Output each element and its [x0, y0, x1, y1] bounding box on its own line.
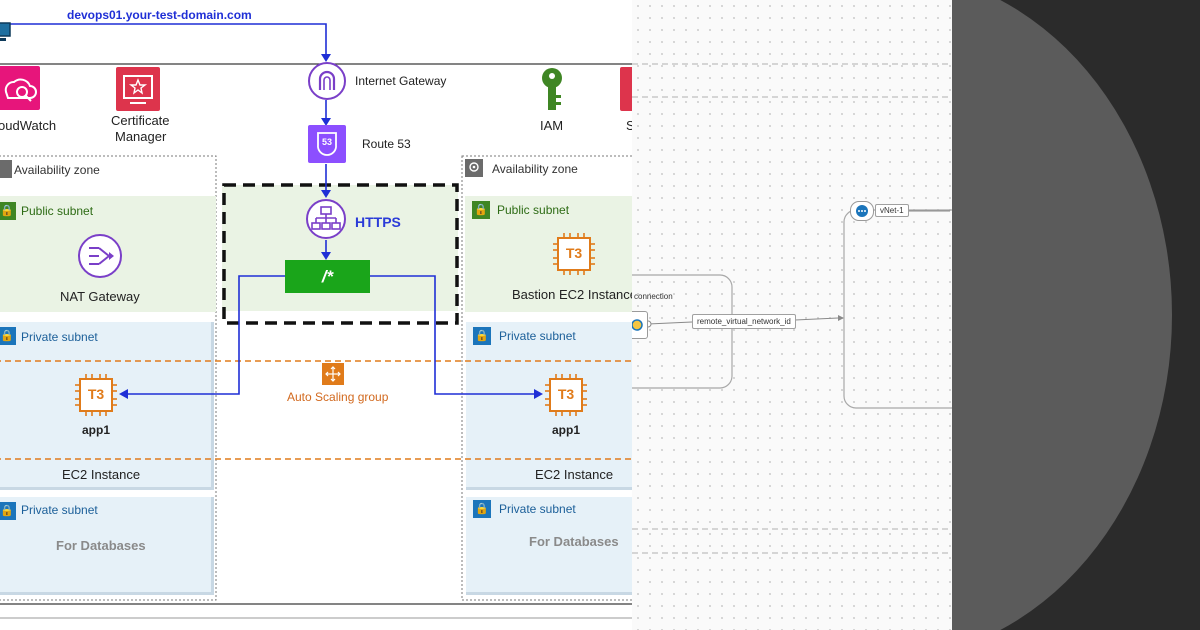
aws-connectors-layer	[0, 23, 632, 619]
load-balancer-box	[222, 183, 459, 325]
nat-gateway-label: NAT Gateway	[60, 289, 140, 304]
pin-icon	[469, 162, 479, 172]
db-subnet-left	[0, 497, 214, 595]
region-border	[0, 63, 632, 605]
az-pin-icon-left	[0, 160, 12, 178]
rule-to-app-right	[369, 275, 536, 395]
lock-icon-db-right: 🔒	[473, 500, 491, 518]
peering-group-box	[632, 274, 733, 389]
app1-right-ec2-icon	[544, 373, 588, 417]
availability-zone-right-border	[461, 155, 632, 601]
certificate-manager-label-line2: Manager	[115, 129, 167, 144]
vnet-group-box	[843, 209, 952, 409]
domain-label: devops01.your-test-domain.com	[67, 8, 252, 22]
path-rule-box: /*	[285, 260, 370, 293]
rule-to-app-left	[126, 275, 286, 395]
app1-left-label: app1	[82, 423, 111, 437]
private-subnet-label-left: Private subnet	[21, 330, 98, 344]
certificate-manager-label-line1: Certificate	[111, 113, 170, 128]
lock-icon-public-left: 🔒	[0, 202, 16, 220]
nat-gateway-icon	[77, 233, 123, 279]
app1-left-t3-label: T3	[87, 386, 105, 402]
az-pin-icon-right	[465, 159, 483, 177]
public-subnet-label-left: Public subnet	[21, 204, 94, 218]
certificate-manager-icon	[116, 67, 160, 111]
az-label-right: Availability zone	[492, 162, 578, 176]
iam-label: IAM	[540, 118, 564, 133]
route53-label: Route 53	[362, 137, 411, 151]
iam-icon	[538, 67, 566, 113]
https-label: HTTPS	[355, 214, 401, 230]
aws-architecture-panel: Availability zone Availability zone 🔒 Pu…	[0, 8, 632, 619]
db-subnet-right	[466, 497, 632, 595]
route53-badge-text: 53	[321, 137, 332, 147]
az-label-left: Availability zone	[14, 163, 100, 177]
ec2-instance-label-right: EC2 Instance	[535, 467, 614, 482]
db-subnet-label-left: Private subnet	[21, 503, 98, 517]
cloudwatch-icon	[0, 66, 40, 110]
cloudwatch-label: oudWatch	[0, 118, 57, 133]
app1-right-label: app1	[552, 423, 581, 437]
load-balancer-icon	[305, 198, 347, 240]
lock-icon-private-right: 🔒	[473, 327, 491, 345]
internet-gateway-icon	[307, 61, 347, 101]
app1-right-t3-label: T3	[557, 386, 575, 402]
bastion-label: Bastion EC2 Instance	[512, 287, 632, 302]
decorative-circle	[952, 0, 1172, 630]
app1-left-ec2-icon	[74, 373, 118, 417]
vnet-label: vNet-1	[875, 204, 909, 217]
cut-off-service-icon	[620, 67, 632, 111]
private-subnet-label-right: Private subnet	[499, 329, 576, 343]
db-text-right: For Databases	[529, 534, 619, 549]
lock-icon-db-left: 🔒	[0, 502, 16, 520]
bastion-t3-label: T3	[565, 245, 583, 261]
ec2-instance-label-left: EC2 Instance	[62, 467, 141, 482]
peering-node-icon[interactable]	[632, 311, 648, 339]
auto-scaling-icon	[322, 363, 344, 385]
auto-scaling-label: Auto Scaling group	[287, 390, 389, 404]
public-subnet-right	[465, 196, 632, 312]
vnet-node-icon[interactable]	[850, 201, 874, 221]
db-text-left: For Databases	[56, 538, 146, 553]
aws-lines-layer	[0, 63, 632, 605]
public-subnet-label-right: Public subnet	[497, 203, 570, 217]
edge-label-remote-vnet: remote_virtual_network_id	[692, 314, 796, 329]
lock-icon-public-right: 🔒	[472, 201, 490, 219]
lock-icon-private-left: 🔒	[0, 327, 16, 345]
monitor-icon	[0, 20, 12, 42]
decorative-dark-panel	[952, 0, 1200, 630]
connection-label: connection	[634, 292, 673, 301]
route53-icon: 53	[308, 125, 346, 163]
db-subnet-label-right: Private subnet	[499, 502, 576, 516]
internet-gateway-label: Internet Gateway	[355, 74, 447, 88]
terraform-graph-panel: connection remote_virtual_network_id vNe…	[632, 0, 952, 630]
domain-connector	[10, 23, 327, 56]
cut-off-service-label: S	[626, 118, 632, 133]
bastion-ec2-icon	[552, 232, 596, 276]
